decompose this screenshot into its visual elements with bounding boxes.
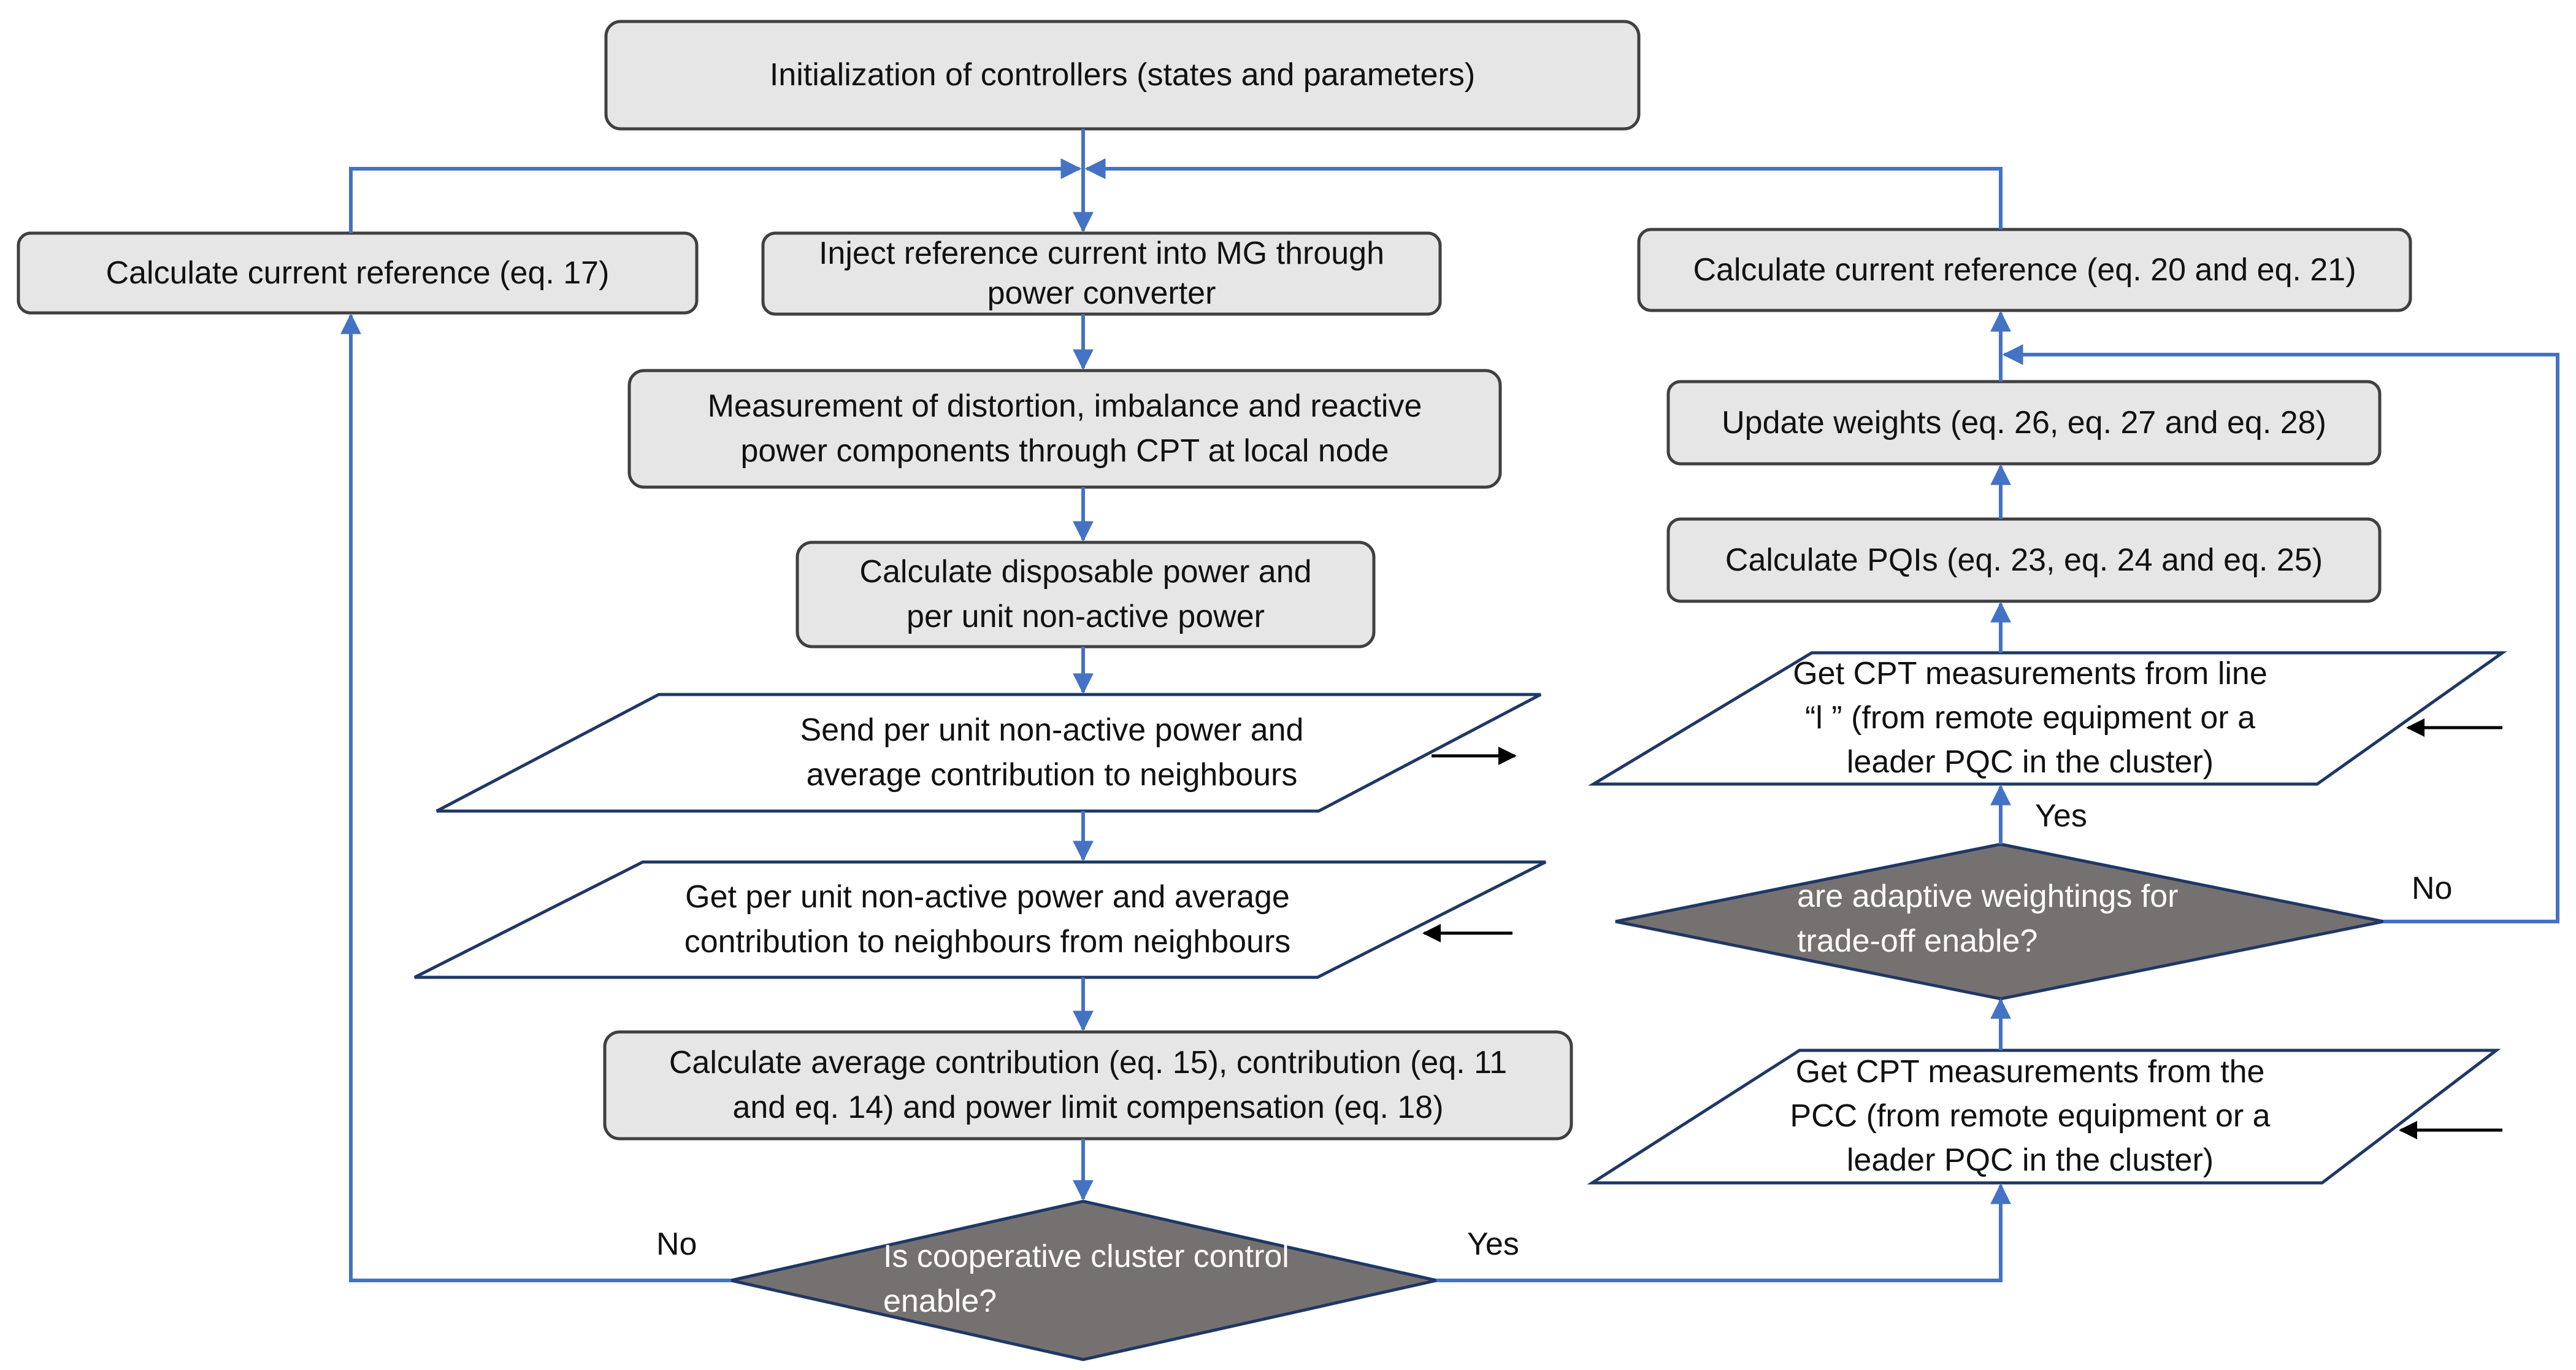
arrow-adaptive-no [2002, 344, 2559, 923]
cluster-label: Is cooperative cluster control enable? [883, 1239, 1289, 1319]
init-label: Initialization of controllers (states an… [769, 57, 1476, 93]
update-weights-box [1666, 380, 2382, 466]
pqis-label: Calculate PQIs (eq. 23, eq. 24 and eq. 2… [1725, 542, 2323, 578]
update-weights-label: Update weights (eq. 26, eq. 27 and eq. 2… [1722, 404, 2326, 441]
inject-label: Inject reference current into MG through… [818, 236, 1384, 311]
cluster-yes-label: Yes [1467, 1226, 1519, 1262]
measure-box [627, 369, 1502, 489]
adaptive-yes-label: Yes [2035, 798, 2087, 834]
avg-contrib-label: Calculate average contribution (eq. 15),… [669, 1045, 1508, 1125]
measure-label: Measurement of distortion, imbalance and… [707, 388, 1422, 469]
get-line-label: Get CPT measurements from line “l ” (fro… [1793, 656, 2267, 780]
calc-ref-20-21-label: Calculate current reference (eq. 20 and … [1693, 252, 2356, 288]
cluster-no-label: No [656, 1226, 697, 1262]
send-parallelogram [435, 693, 1542, 813]
inject-box [761, 231, 1442, 316]
disposable-box [795, 541, 1376, 648]
get-neigh-parallelogram [413, 860, 1547, 979]
get-neigh-label: Get per unit non-active power and averag… [684, 879, 1291, 960]
adaptive-label: are adaptive weightings for trade-off en… [1797, 879, 2179, 959]
init-box [604, 20, 1641, 131]
disposable-label: Calculate disposable power and per unit … [859, 554, 1312, 634]
calc-ref-20-21-box [1637, 228, 2412, 312]
arrow-cluster-yes [1436, 1183, 2011, 1282]
get-pcc-parallelogram [1587, 1049, 2501, 1185]
get-pcc-label: Get CPT measurements from the PCC (from … [1790, 1054, 2271, 1178]
arrow-calc17-to-top [349, 158, 1082, 233]
calc-ref-17-box [17, 231, 699, 315]
send-label: Send per unit non-active power and avera… [800, 712, 1304, 793]
arrow-cluster-no [340, 313, 731, 1282]
get-line-parallelogram [1587, 651, 2507, 786]
avg-contrib-box [603, 1030, 1573, 1141]
cluster-diamond [730, 1199, 1437, 1361]
pqis-box [1666, 517, 2382, 603]
adaptive-no-label: No [2412, 871, 2453, 906]
arrow-calc20-to-top [1084, 158, 2003, 229]
calc-ref-17-label: Calculate current reference (eq. 17) [105, 255, 610, 291]
